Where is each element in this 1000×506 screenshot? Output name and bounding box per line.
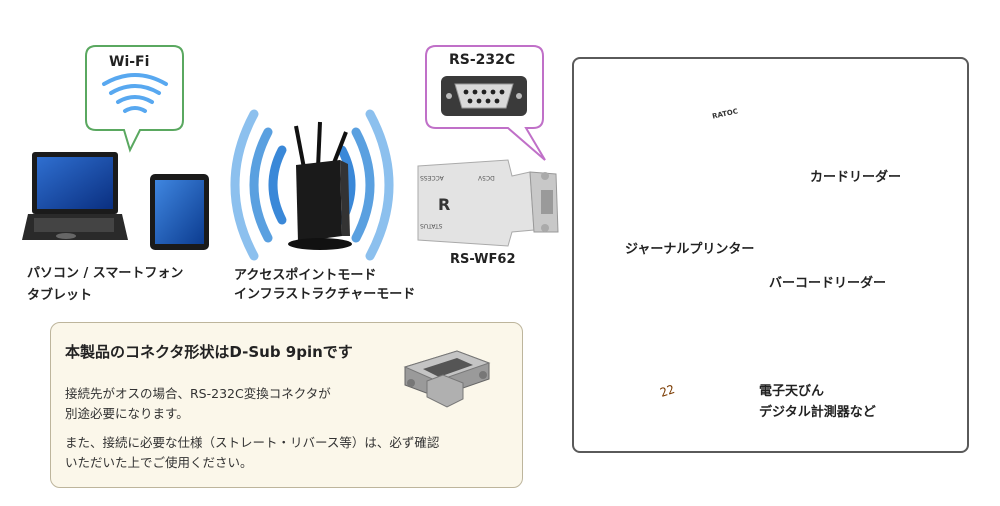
adapter-status-print: STATUS [420,222,443,229]
note-line-2: 別途必要になります。 [65,406,189,421]
rs232c-callout [425,45,546,161]
wifi-label: Wi-Fi [109,54,150,70]
laptop-icon [22,152,128,240]
db9-port-icon [441,76,527,116]
wifi-signal-icon [102,73,168,113]
tablet-icon [150,174,209,250]
note-line-4: いただいた上でご使用ください。 [65,455,253,470]
note-title: 本製品のコネクタ形状はD-Sub 9pinです [65,343,353,361]
tablet-label: タブレット [27,288,93,303]
digital-measuring-label: デジタル計測器など [759,405,876,420]
rs232c-label: RS-232C [449,52,516,68]
adapter-dc-print: DC5V [478,174,495,181]
note-line-1: 接続先がオスの場合、RS-232C変換コネクタが [65,386,331,401]
adapter-model-label: RS-WF62 [450,252,516,267]
dsub-9pin-connector-icon [403,350,491,408]
svg-text:R: R [438,195,450,214]
router-icon [288,121,352,250]
rs-wf62-adapter-icon: R [417,159,559,247]
card-reader-label: カードリーダー [810,170,902,185]
electronic-scale-label: 電子天びん [759,384,825,399]
note-line-3: また、接続に必要な仕様（ストレート・リバース等）は、必ず確認 [65,435,440,450]
connector-note-box: 本製品のコネクタ形状はD-Sub 9pinです 接続先がオスの場合、RS-232… [50,322,523,488]
access-point-mode-label: アクセスポイントモード [234,268,377,283]
pc-smartphone-label: パソコン / スマートフォン [27,266,184,281]
adapter-access-print: ACCESS [420,174,444,181]
wifi-callout [85,45,184,153]
journal-printer-label: ジャーナルプリンター [625,242,755,257]
barcode-reader-label: バーコードリーダー [769,276,887,291]
serial-devices-box [572,57,969,453]
infrastructure-mode-label: インフラストラクチャーモード [234,287,416,302]
